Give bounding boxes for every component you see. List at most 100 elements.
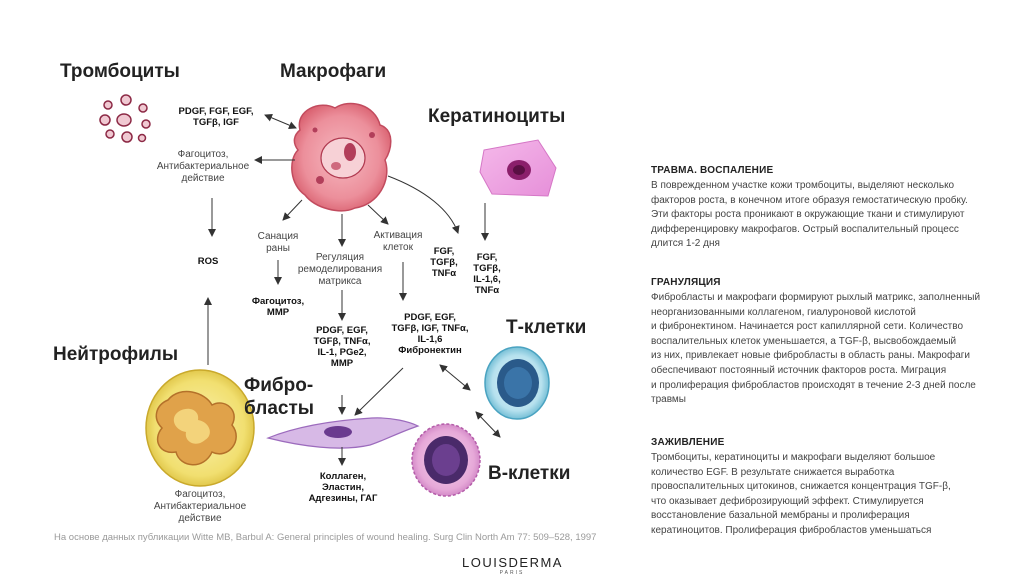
t-cell-image bbox=[484, 346, 550, 420]
arrow-macrophage-sanation bbox=[282, 199, 303, 221]
phagocytosis-top-line2: Антибактериальное bbox=[156, 161, 250, 172]
fibroblasts-title: Фибро- бласты bbox=[244, 374, 314, 420]
b-cell-image bbox=[411, 423, 481, 497]
fgf-keratinocyte-line1: FGF, bbox=[476, 252, 498, 263]
collagen-line2: Эластин, bbox=[322, 482, 364, 493]
phagocytosis-top-line1: Фагоцитоз, bbox=[177, 149, 229, 160]
text-line: неорганизованными коллагеном, гиалуронов… bbox=[651, 306, 916, 318]
text-line: воспалительных клеток уменьшается, а TGF… bbox=[651, 335, 957, 347]
arrow-tcell-bcell bbox=[475, 411, 501, 438]
brand-logo-sub: PARIS bbox=[499, 570, 525, 576]
arrow-macrophage-fgf bbox=[387, 175, 460, 234]
macrophage-image bbox=[291, 102, 392, 212]
fgf-keratinocyte-line4: TNFα bbox=[474, 285, 500, 296]
macrophage-factors-line4: MMP bbox=[330, 358, 354, 369]
keratinocyte-image bbox=[479, 139, 557, 197]
phagocytosis-top-label: Фагоцитоз, Антибактериальное действие bbox=[148, 149, 258, 185]
tcell-factors-line3: IL-1,6 bbox=[417, 334, 443, 345]
text-line: провоспалительных цитокинов, снижается к… bbox=[651, 481, 951, 493]
platelet-factors-line2: TGFβ, IGF bbox=[193, 117, 239, 128]
phagocytosis-bottom-line2: Антибактериальное bbox=[153, 501, 247, 512]
fgf-macrophage-label: FGF, TGFβ, TNFα bbox=[424, 246, 464, 279]
fgf-macrophage-line3: TNFα bbox=[431, 268, 457, 279]
text-line: В поврежденном участке кожи тромбоциты, … bbox=[651, 180, 955, 191]
platelet-factors-line1: PDGF, FGF, EGF, bbox=[178, 106, 254, 117]
brand-logo: LOUISDERMA PARIS bbox=[462, 555, 562, 576]
text-line: количество EGF. В результате снижается в… bbox=[651, 466, 895, 478]
text-line: восстановление базальной мембраны и прол… bbox=[651, 510, 910, 522]
platelet-factors: PDGF, FGF, EGF, TGFβ, IGF bbox=[172, 106, 260, 128]
text-line: факторов роста, в конечном итоге образуя… bbox=[651, 194, 968, 206]
macrophage-factors-line3: IL-1, PGe2, bbox=[317, 347, 367, 358]
text-line: кератиноцитов. Пролиферация фибробластов… bbox=[651, 524, 932, 536]
tcell-factors-label: PDGF, EGF, TGFβ, IGF, TNFα, IL-1,6 Фибро… bbox=[382, 312, 478, 356]
phagocytosis-bottom-label: Фагоцитоз, Антибактериальное действие bbox=[145, 489, 255, 525]
text-line: и фибронектином. Начинается рост капилля… bbox=[651, 321, 964, 333]
fgf-keratinocyte-line3: IL-1,6, bbox=[473, 274, 501, 285]
text-line: дифференцировку макрофагов. Острый воспа… bbox=[651, 223, 959, 235]
phagocytosis-mmp-line2: MMP bbox=[266, 307, 290, 318]
macrophages-title: Макрофаги bbox=[280, 61, 387, 82]
text-line: и пролиферация фибробластов происходят в… bbox=[651, 379, 976, 391]
tcell-factors-line1: PDGF, EGF, bbox=[404, 312, 456, 323]
section-healing-text: Тромбоциты, кератиноциты и макрофаги выд… bbox=[651, 451, 1001, 539]
collagen-line1: Коллаген, bbox=[319, 471, 367, 482]
macrophage-factors-label: PDGF, EGF, TGFβ, TNFα, IL-1, PGe2, MMP bbox=[306, 325, 378, 369]
activation-label: Активация клеток bbox=[368, 230, 428, 254]
arrow-platelet-macrophage bbox=[264, 114, 297, 129]
section-granulation-text: Фибробласты и макрофаги формируют рыхлый… bbox=[651, 291, 1001, 408]
neutrophil-image bbox=[145, 369, 255, 487]
phagocytosis-top-line3: действие bbox=[181, 173, 225, 184]
fgf-keratinocyte-line2: TGFβ, bbox=[473, 263, 501, 274]
tcell-factors-line2: TGFβ, IGF, TNFα, bbox=[391, 323, 469, 334]
brand-logo-main: LOUISDERMA bbox=[462, 555, 563, 570]
text-line: травмы bbox=[651, 394, 686, 406]
text-line: Эти факторы роста проникают в окружающие… bbox=[651, 209, 965, 221]
regulation-line1: Регуляция bbox=[315, 252, 365, 263]
arrows bbox=[204, 114, 501, 466]
section-trauma-heading: ТРАВМА. ВОСПАЛЕНИЕ bbox=[651, 165, 774, 176]
text-line: Тромбоциты, кератиноциты и макрофаги выд… bbox=[651, 452, 936, 463]
activation-line1: Активация bbox=[373, 230, 423, 241]
phagocytosis-mmp-label: Фагоцитоз, MMP bbox=[244, 296, 312, 318]
section-healing-heading: ЗАЖИВЛЕНИЕ bbox=[651, 437, 725, 448]
fgf-macrophage-line2: TGFβ, bbox=[430, 257, 458, 268]
section-granulation-heading: ГРАНУЛЯЦИЯ bbox=[651, 277, 721, 288]
phagocytosis-bottom-line1: Фагоцитоз, bbox=[174, 489, 226, 500]
t-cells-title: Т-клетки bbox=[506, 317, 587, 338]
fibroblasts-title-line1: Фибро- bbox=[244, 375, 314, 396]
collagen-line3: Адгезины, ГАГ bbox=[308, 493, 378, 504]
arrow-macrophage-activation bbox=[367, 204, 389, 225]
section-trauma: ТРАВМА. ВОСПАЛЕНИЕ В поврежденном участк… bbox=[651, 165, 1001, 277]
text-line: что оказывает дефиброзирующий эффект. Ст… bbox=[651, 495, 924, 507]
platelets-image bbox=[99, 94, 151, 143]
text-line: Фибробласты и макрофаги формируют рыхлый… bbox=[651, 292, 981, 303]
regulation-line3: матрикса bbox=[318, 276, 362, 287]
info-pane: ТРАВМА. ВОСПАЛЕНИЕ В поврежденном участк… bbox=[651, 165, 1001, 539]
section-healing: ЗАЖИВЛЕНИЕ Тромбоциты, кератиноциты и ма… bbox=[651, 437, 1001, 539]
neutrophils-title: Нейтрофилы bbox=[53, 344, 179, 365]
text-line: из них, привлекает новые фибробласты в о… bbox=[651, 350, 971, 362]
b-cells-title: В-клетки bbox=[488, 463, 571, 484]
section-trauma-text: В поврежденном участке кожи тромбоциты, … bbox=[651, 179, 1001, 252]
arrow-factors-tcell bbox=[439, 364, 471, 391]
ros-label: ROS bbox=[197, 256, 219, 267]
phagocytosis-bottom-line3: действие bbox=[178, 513, 222, 524]
macrophage-factors-line1: PDGF, EGF, bbox=[316, 325, 368, 336]
fibroblasts-title-line2: бласты bbox=[244, 398, 314, 419]
regulation-line2: ремоделирования bbox=[297, 264, 383, 275]
source-citation: На основе данных публикации Witte MB, Ba… bbox=[54, 532, 597, 543]
sanation-label: Санация раны bbox=[253, 231, 303, 255]
collagen-label: Коллаген, Эластин, Адгезины, ГАГ bbox=[298, 471, 388, 504]
activation-line2: клеток bbox=[383, 242, 413, 253]
platelets-title: Тромбоциты bbox=[60, 61, 180, 82]
text-line: длится 1-2 дня bbox=[651, 238, 720, 250]
keratinocytes-title: Кератиноциты bbox=[428, 106, 566, 127]
arrow-factors-fibroblast bbox=[354, 367, 404, 416]
phagocytosis-mmp-line1: Фагоцитоз, bbox=[251, 296, 305, 307]
fgf-keratinocyte-label: FGF, TGFβ, IL-1,6, TNFα bbox=[467, 252, 507, 296]
fgf-macrophage-line1: FGF, bbox=[433, 246, 455, 257]
sanation-line2: раны bbox=[266, 243, 290, 254]
macrophage-factors-line2: TGFβ, TNFα, bbox=[313, 336, 371, 347]
